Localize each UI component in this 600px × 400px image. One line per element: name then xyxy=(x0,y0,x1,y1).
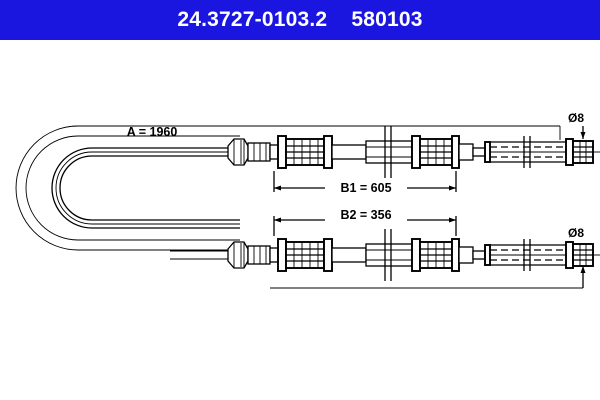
diameter-label-lower: Ø8 xyxy=(270,226,586,289)
upper-section-break xyxy=(384,126,392,178)
dimension-a-label: A = 1960 xyxy=(127,125,178,139)
upper-nipple-fitting xyxy=(227,138,249,166)
lower-mid-conduit xyxy=(331,243,413,267)
dimension-b1: B1 = 605 xyxy=(273,171,457,197)
upper-threaded-adjuster xyxy=(277,135,333,169)
dimension-b2: B2 = 356 xyxy=(273,205,457,236)
dimension-a: A = 1960 xyxy=(82,125,561,140)
dimension-b1-label: B1 = 605 xyxy=(340,181,391,195)
lower-nipple-fitting xyxy=(227,241,249,269)
lower-spring-sleeve xyxy=(484,239,566,271)
header-bar: 24.3727-0103.2 580103 xyxy=(0,0,600,40)
upper-end-fitting xyxy=(565,138,600,166)
upper-short-sleeve xyxy=(247,142,271,162)
upper-stepdown xyxy=(458,143,486,161)
upper-tube-1 xyxy=(269,144,279,160)
lower-cable-assembly xyxy=(170,229,600,281)
lower-cable-strand xyxy=(170,250,228,260)
lower-section-break xyxy=(384,229,392,281)
upper-threaded-adjuster-2 xyxy=(411,135,460,169)
lower-tube-1 xyxy=(269,247,279,263)
header-title: 24.3727-0103.2 580103 xyxy=(177,8,423,31)
technical-drawing: A = 1960 B1 = 605 B2 = 356 xyxy=(0,40,600,400)
upper-cable-strand xyxy=(170,147,228,157)
lower-threaded-adjuster xyxy=(277,238,333,272)
cable-loop-outer xyxy=(15,125,240,251)
lower-threaded-adjuster-2 xyxy=(411,238,460,272)
upper-cable-assembly xyxy=(170,126,600,178)
diameter-lower-label: Ø8 xyxy=(568,226,584,240)
diameter-upper-label: Ø8 xyxy=(568,111,584,125)
upper-spring-sleeve xyxy=(484,136,566,168)
lower-end-fitting xyxy=(565,241,600,269)
upper-mid-conduit xyxy=(331,140,413,164)
cable-loop-inner xyxy=(51,147,240,229)
cable-assembly-svg: A = 1960 B1 = 605 B2 = 356 xyxy=(15,111,600,289)
lower-short-sleeve xyxy=(247,245,271,265)
diameter-label-upper: Ø8 xyxy=(568,111,586,139)
dimension-b2-label: B2 = 356 xyxy=(340,208,391,222)
lower-stepdown xyxy=(458,246,486,264)
